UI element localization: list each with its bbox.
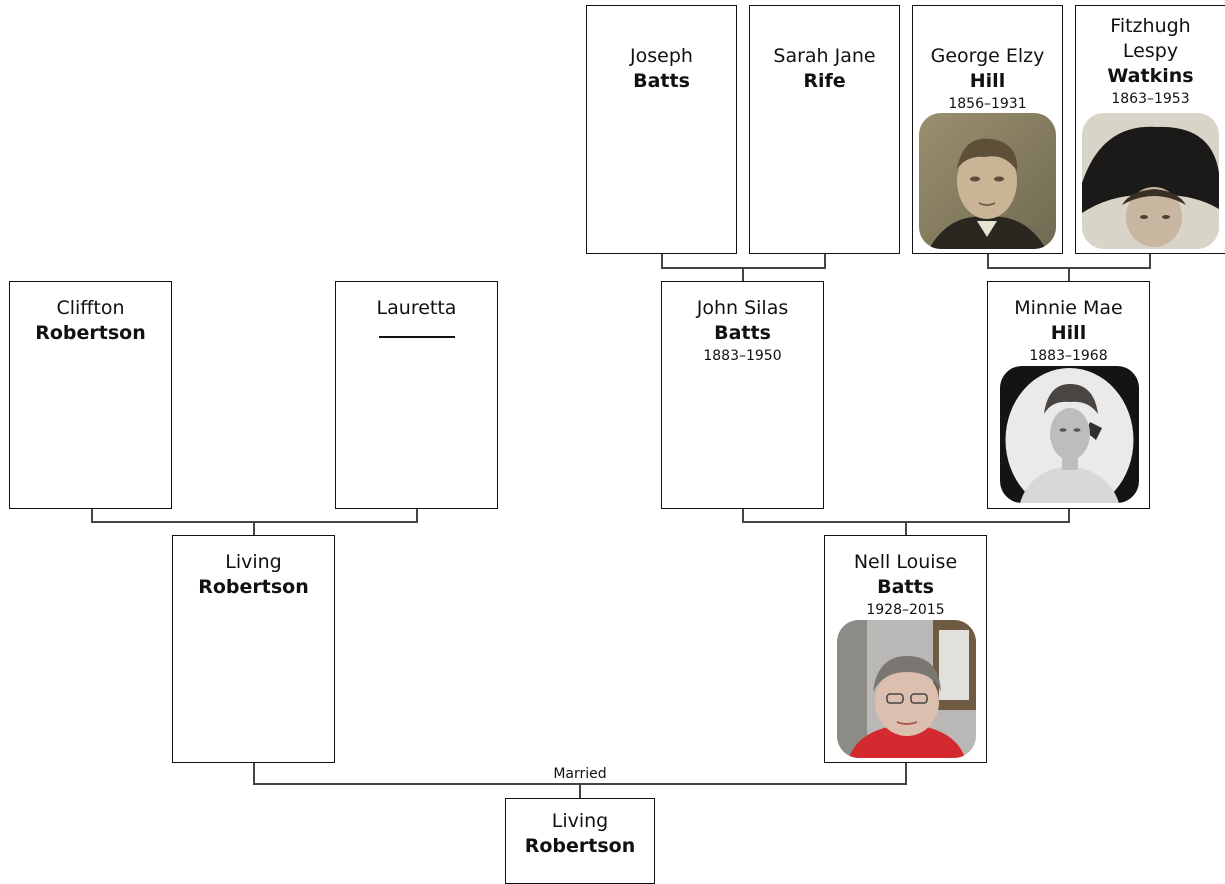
life-dates: 1863–1953 [1111, 91, 1190, 107]
surname: Robertson [198, 576, 309, 598]
connector [91, 508, 93, 522]
connector [661, 267, 826, 269]
connector [1068, 267, 1070, 281]
person-card-nell-batts[interactable]: Nell Louise Batts 1928–2015 [824, 535, 987, 763]
given-name: Sarah Jane [773, 45, 876, 67]
connector [905, 763, 907, 784]
connector [416, 508, 418, 522]
person-card-george-hill[interactable]: George Elzy Hill 1856–1931 [912, 5, 1063, 254]
life-dates: 1856–1931 [948, 96, 1027, 112]
portrait-photo [1000, 366, 1139, 503]
given-name: Joseph [630, 45, 693, 67]
given-name: Living [225, 551, 282, 573]
surname: Watkins [1107, 65, 1194, 87]
given-name: Fitzhugh Lespy [1110, 15, 1191, 62]
connector [905, 521, 907, 535]
surname: Hill [1050, 322, 1087, 344]
surname: Batts [877, 576, 934, 598]
connector [824, 253, 826, 268]
connector [987, 253, 989, 268]
connector [253, 521, 255, 535]
connector [1149, 253, 1151, 268]
person-card-john-batts[interactable]: John Silas Batts 1883–1950 [661, 281, 824, 509]
connector [579, 783, 581, 798]
person-card-sarah-rife[interactable]: Sarah Jane Rife [749, 5, 900, 254]
given-name: Nell Louise [853, 551, 958, 573]
surname: Hill [969, 70, 1006, 92]
person-card-minnie-hill[interactable]: Minnie Mae Hill 1883–1968 [987, 281, 1150, 509]
surname: Robertson [524, 835, 636, 857]
person-card-joseph-batts[interactable]: Joseph Batts [586, 5, 737, 254]
surname: Batts [714, 322, 771, 344]
unknown-surname-line [378, 336, 455, 338]
given-name: George Elzy [930, 45, 1045, 67]
life-dates: 1883–1968 [1029, 348, 1108, 364]
given-name: Minnie Mae [1014, 297, 1123, 319]
connector [661, 253, 663, 268]
surname: Rife [803, 70, 846, 92]
given-name: Living [551, 810, 609, 832]
life-dates: 1928–2015 [866, 602, 945, 618]
connector [91, 521, 418, 523]
connector [1068, 508, 1070, 522]
surname: Robertson [35, 322, 146, 344]
person-card-living-robertson-parent[interactable]: Living Robertson [172, 535, 335, 763]
connector [742, 267, 744, 281]
given-name: Lauretta [376, 297, 457, 319]
marriage-label: Married [553, 766, 607, 782]
connector [253, 763, 255, 784]
portrait-photo [1082, 113, 1219, 249]
surname: Batts [633, 70, 690, 92]
person-card-fitzhugh-watkins[interactable]: Fitzhugh Lespy Watkins 1863–1953 [1075, 5, 1225, 254]
portrait-photo [837, 620, 976, 758]
person-card-living-robertson-root[interactable]: Living Robertson [505, 798, 655, 884]
person-card-cliffton-robertson[interactable]: Cliffton Robertson [9, 281, 172, 509]
connector [742, 508, 744, 522]
person-card-lauretta[interactable]: Lauretta [335, 281, 498, 509]
given-name: Cliffton [56, 297, 125, 319]
given-name: John Silas [696, 297, 789, 319]
life-dates: 1883–1950 [703, 348, 782, 364]
portrait-photo [919, 113, 1056, 249]
